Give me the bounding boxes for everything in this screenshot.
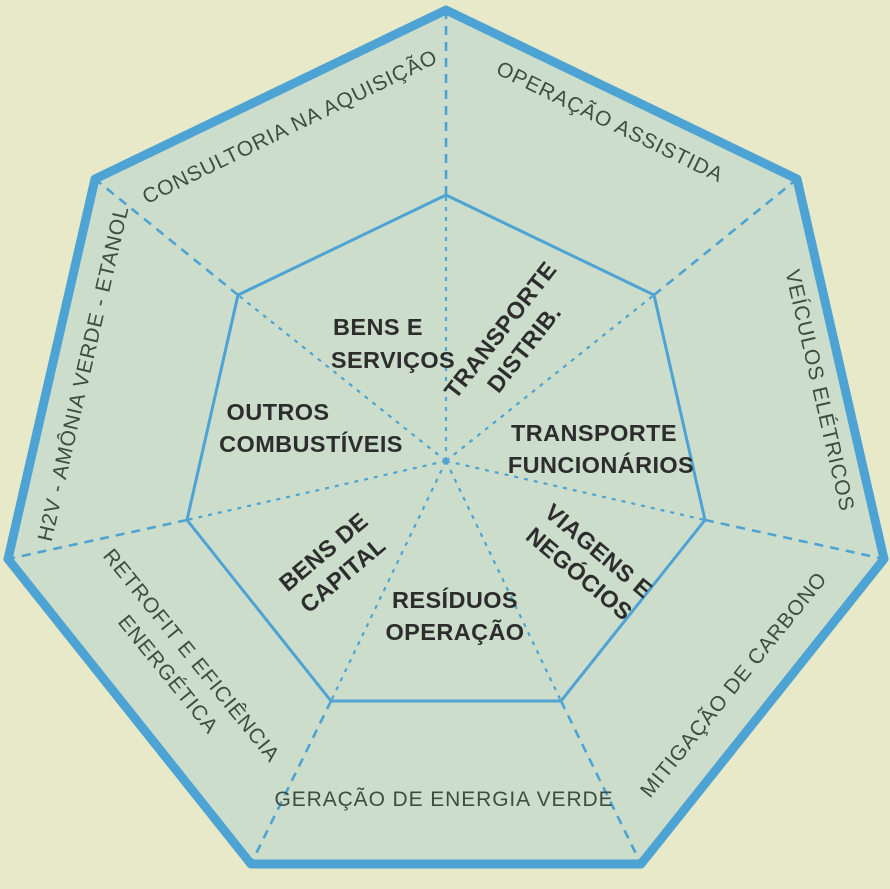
divider-outer-lower-left [249, 700, 333, 865]
divider-outer-right [704, 518, 885, 561]
radial-dividers-outer [7, 10, 885, 865]
divider-outer-left [7, 518, 188, 561]
label-outros-combustiveis-line2: COMBUSTÍVEIS [219, 430, 403, 457]
divider-inner-upper-right [445, 294, 655, 462]
divider-inner-right [445, 459, 706, 522]
label-outros-combustiveis-line1: OUTROS [227, 399, 330, 425]
label-transporte-funcionarios-line1: TRANSPORTE [511, 420, 677, 446]
label-transporte-funcionarios-line2: FUNCIONÁRIOS [508, 451, 694, 478]
divider-outer-lower-right [559, 700, 643, 865]
divider-inner-upper-left [237, 294, 447, 462]
divider-inner-lower-left [330, 460, 447, 702]
divider-inner-lower-right [445, 460, 562, 702]
label-residuos-operacao-line1: RESÍDUOS [392, 586, 518, 613]
label-residuos-operacao-line2: OPERAÇÃO [386, 618, 525, 645]
inner-heptagon [185, 193, 707, 703]
label-bens-e-servicos-line1: BENS E [333, 314, 423, 340]
radial-dividers-inner [186, 195, 706, 702]
divider-inner-left [186, 459, 447, 522]
label-geracao-de-energia-verde: GERAÇÃO DE ENERGIA VERDE [274, 787, 613, 811]
label-bens-e-servicos-line2: SERVIÇOS [331, 347, 455, 373]
